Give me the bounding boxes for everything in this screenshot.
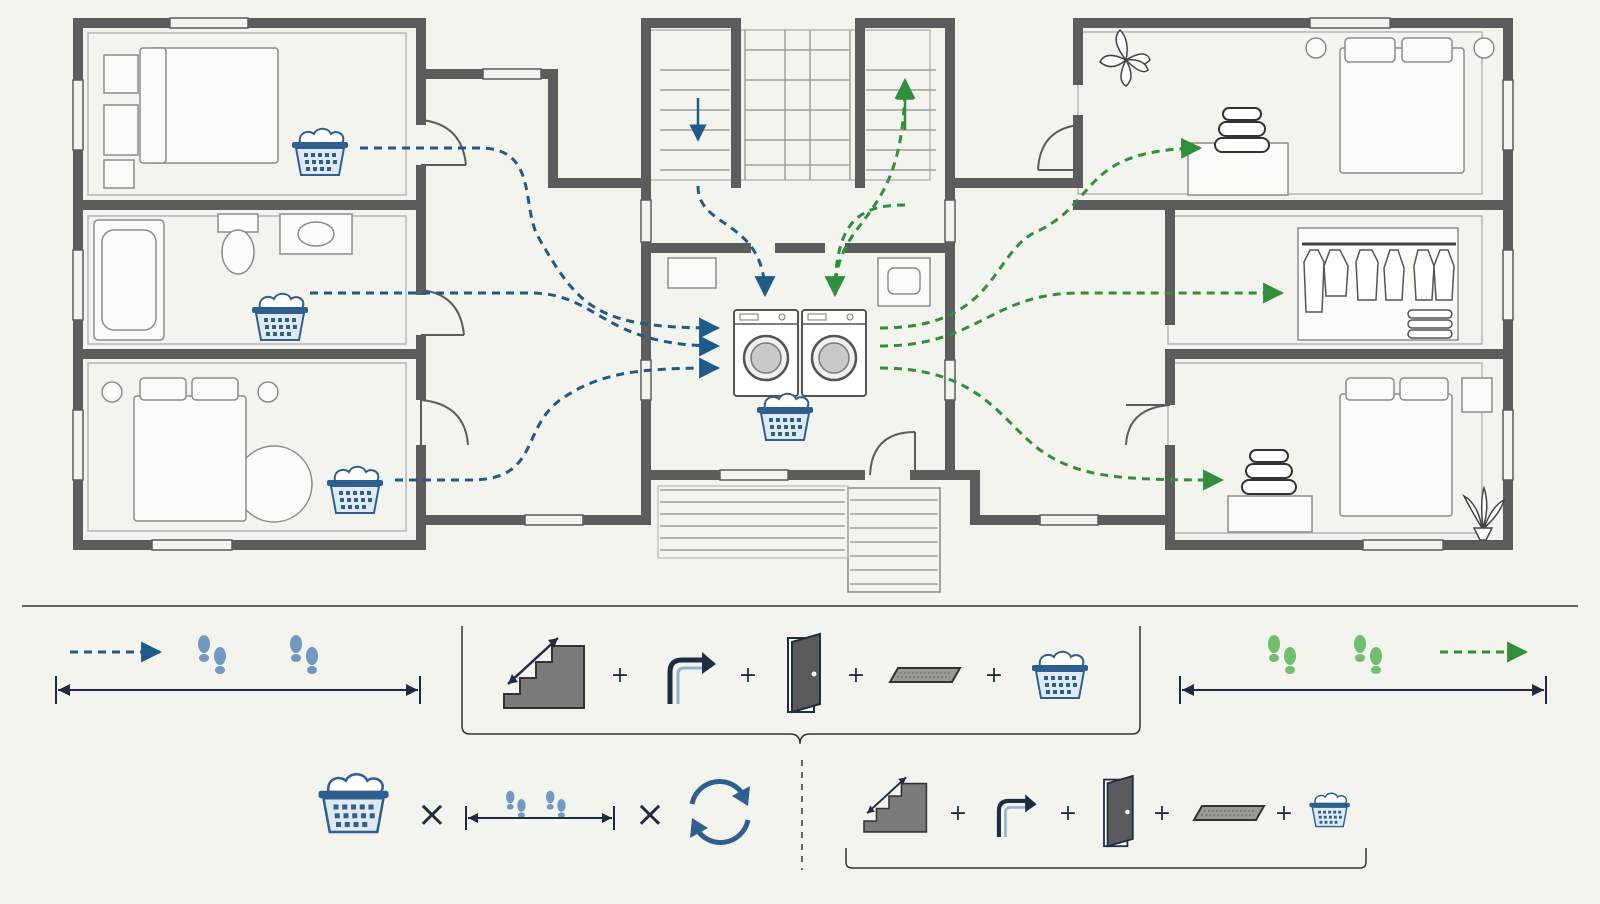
- blue-route-bathroom: [310, 291, 721, 357]
- green-route-washer-down: [824, 203, 906, 298]
- laundry-routes: [310, 77, 1285, 491]
- blue-route-stairs-down: [696, 185, 776, 298]
- obstacle-sum-legend: + + + +: [461, 626, 1141, 745]
- green-distance-legend: [1179, 635, 1547, 704]
- clothes-rack-icon: [1302, 242, 1456, 339]
- plus-sign: +: [1059, 801, 1077, 826]
- blue-route-bedroom-2: [395, 357, 721, 482]
- distance-span: [465, 790, 615, 830]
- laundry-basket-icon: [1031, 650, 1089, 699]
- door-icon: [1103, 775, 1134, 848]
- folded-towels-icon: [1214, 107, 1270, 153]
- footprints-icon: [506, 790, 526, 818]
- turn-arrow-icon: [999, 794, 1037, 837]
- laundry-basket-icon: [317, 772, 390, 834]
- stairs-icon: [502, 636, 586, 710]
- footprints-icon: [1268, 635, 1296, 674]
- plus-sign: +: [985, 663, 1003, 688]
- times-sign: ×: [417, 794, 447, 835]
- footprints-icon: [1354, 635, 1382, 674]
- plus-sign: +: [611, 663, 629, 688]
- blue-route-bedroom-1: [360, 146, 721, 339]
- plus-sign: +: [949, 801, 967, 826]
- dryer-icon: [800, 308, 868, 398]
- plus-sign: +: [847, 663, 865, 688]
- plant-icon: [1099, 28, 1151, 87]
- times-sign: ×: [635, 794, 665, 835]
- effort-formula: × × + + + +: [317, 760, 1367, 870]
- footprints-icon: [546, 790, 566, 818]
- laundry-basket-icon: [756, 392, 814, 441]
- laundry-basket-icon: [326, 465, 384, 514]
- cycle-arrows-icon: [689, 778, 751, 846]
- footprints-icon: [198, 635, 226, 674]
- green-route-to-dresser: [879, 137, 1203, 330]
- floor-mat-icon: [889, 667, 961, 683]
- blue-distance-legend: [55, 635, 421, 704]
- stairs-icon: [863, 776, 928, 833]
- folded-towels-icon: [1241, 449, 1297, 495]
- washing-machine-icon: [732, 308, 800, 398]
- green-route-stairs-up: [833, 77, 916, 296]
- footprints-icon: [290, 635, 318, 674]
- laundry-basket-icon: [251, 292, 309, 341]
- floor-plan: [72, 17, 1514, 593]
- laundry-basket-icon: [291, 127, 349, 176]
- green-route-to-bedroom-3: [879, 366, 1225, 491]
- door-icon: [787, 633, 821, 713]
- turn-arrow-icon: [670, 652, 716, 704]
- plus-sign: +: [1153, 801, 1171, 826]
- plus-sign: +: [1275, 801, 1293, 826]
- floor-mat-icon: [1193, 805, 1265, 821]
- plant-icon: [1462, 485, 1506, 541]
- plus-sign: +: [739, 663, 757, 688]
- laundry-basket-icon: [1308, 792, 1351, 828]
- green-route-to-closet: [879, 282, 1285, 348]
